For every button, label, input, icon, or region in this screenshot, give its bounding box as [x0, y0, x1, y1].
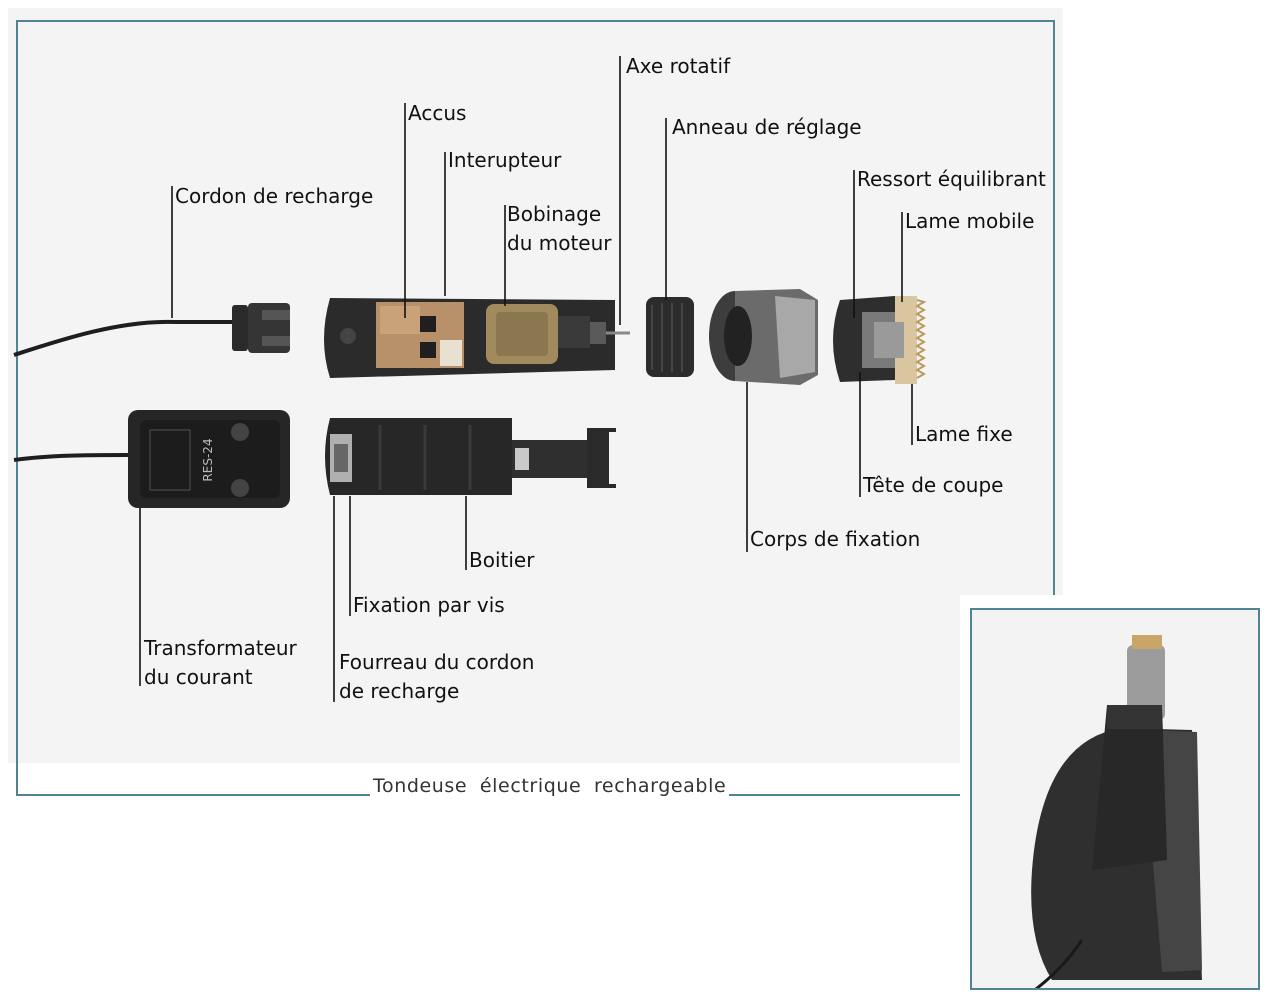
stand-cable	[1034, 939, 1084, 988]
cutting-head	[833, 296, 927, 384]
power-adapter: RES-24	[13, 410, 290, 508]
label-fourreau-line2: de recharge	[339, 679, 460, 703]
label-cordon-recharge: Cordon de recharge	[175, 184, 374, 208]
label-bobinage: Bobinage du moteur	[507, 200, 612, 258]
label-lame-fixe: Lame fixe	[915, 422, 1013, 446]
label-tete-coupe: Tête de coupe	[863, 473, 1004, 497]
label-interupteur: Interupteur	[448, 148, 562, 172]
mounting-body	[709, 289, 818, 385]
label-boitier: Boitier	[469, 548, 535, 572]
handle-upper-half	[324, 298, 630, 378]
figure-caption: Tondeuse électrique rechargeable	[370, 775, 730, 797]
charging-cord	[13, 303, 290, 357]
clipper-body	[1092, 705, 1167, 870]
label-transformateur-line1: Transformateur	[144, 636, 297, 660]
label-corps-fixation: Corps de fixation	[750, 527, 921, 551]
assembled-clipper-illustration	[1031, 635, 1202, 988]
label-fourreau: Fourreau du cordon de recharge	[339, 648, 534, 706]
label-transformateur-line2: du courant	[144, 665, 253, 689]
leader-lines	[139, 56, 913, 702]
label-axe-rotatif: Axe rotatif	[626, 54, 731, 78]
label-bobinage-line2: du moteur	[507, 231, 612, 255]
label-accus: Accus	[408, 101, 467, 125]
clipper-head	[1127, 645, 1165, 720]
fixed-blade	[895, 296, 917, 384]
label-lame-mobile: Lame mobile	[905, 209, 1035, 233]
label-transformateur: Transformateur du courant	[144, 634, 297, 692]
label-bobinage-line1: Bobinage	[507, 202, 602, 226]
label-anneau-reglage: Anneau de réglage	[672, 115, 862, 139]
label-fourreau-line1: Fourreau du cordon	[339, 650, 535, 674]
inset-frame	[970, 608, 1260, 990]
adapter-text: RES-24	[201, 438, 215, 481]
adjustment-ring	[646, 297, 694, 377]
label-ressort: Ressort équilibrant	[857, 167, 1046, 191]
label-fixation-vis: Fixation par vis	[353, 593, 505, 617]
main-photo-panel	[8, 8, 1063, 763]
handle-lower-half	[325, 418, 616, 495]
